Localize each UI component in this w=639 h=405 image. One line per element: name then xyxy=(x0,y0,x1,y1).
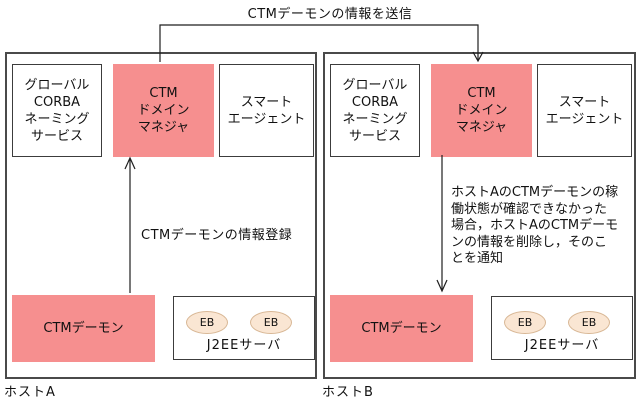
host-b-delete-notify-annotation: ホストAのCTMデーモンの稼 働状態が確認できなかった 場合，ホストAのCTMデ… xyxy=(451,185,619,266)
host-b-smart-agent-box: スマート エージェント xyxy=(537,64,632,157)
host-a-label: ホストA xyxy=(4,385,56,400)
host-b-j2ee-server-label: J2EEサーバ xyxy=(524,338,600,353)
host-b-eb-ellipse-2: EB xyxy=(568,311,610,334)
host-a-ctm-domain-manager-box: CTM ドメイン マネジャ xyxy=(113,64,214,157)
host-b-container: グローバル CORBA ネーミング サービス CTM ドメイン マネジャ スマー… xyxy=(323,52,636,379)
host-a-eb-ellipse-1: EB xyxy=(186,311,228,334)
send-info-arrow-label: CTMデーモンの情報を送信 xyxy=(247,7,413,22)
host-b-ctm-daemon-box: CTMデーモン xyxy=(330,295,473,362)
host-a-container: グローバル CORBA ネーミング サービス CTM ドメイン マネジャ スマー… xyxy=(5,52,317,379)
host-b-global-corba-naming-service-box: グローバル CORBA ネーミング サービス xyxy=(330,64,420,157)
host-b-label: ホストB xyxy=(322,385,374,400)
host-a-j2ee-server-box: EB EB J2EEサーバ xyxy=(173,296,315,360)
host-a-eb-ellipse-2: EB xyxy=(250,311,292,334)
host-b-j2ee-server-box: EB EB J2EEサーバ xyxy=(491,296,633,360)
host-a-ctm-daemon-box: CTMデーモン xyxy=(12,295,155,362)
host-b-eb-ellipse-1: EB xyxy=(504,311,546,334)
host-a-j2ee-server-label: J2EEサーバ xyxy=(206,338,282,353)
host-a-register-info-annotation: CTMデーモンの情報登録 xyxy=(141,228,293,243)
host-a-global-corba-naming-service-box: グローバル CORBA ネーミング サービス xyxy=(12,64,102,157)
host-a-smart-agent-box: スマート エージェント xyxy=(219,64,314,157)
host-b-ctm-domain-manager-box: CTM ドメイン マネジャ xyxy=(431,64,532,157)
